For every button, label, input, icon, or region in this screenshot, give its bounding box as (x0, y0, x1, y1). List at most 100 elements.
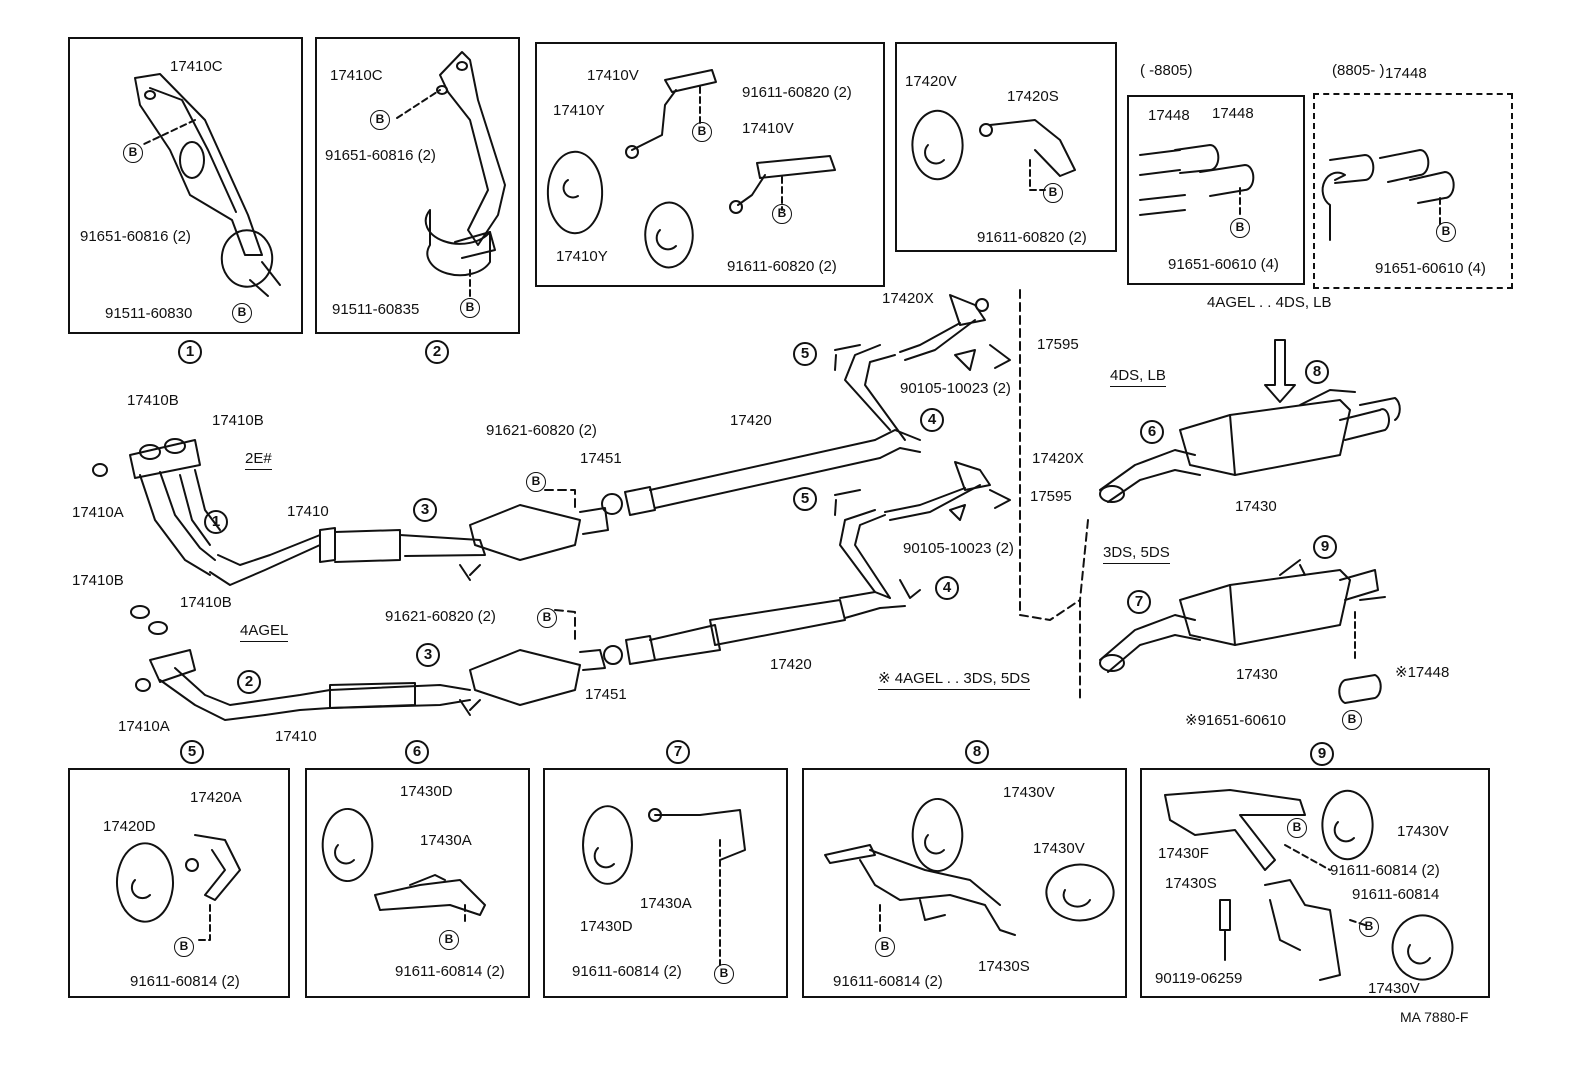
ref-circle-8a: 8 (1305, 360, 1329, 384)
variant-label-2e: 2E# (245, 450, 272, 470)
bracket-17410c-art (134, 73, 281, 297)
ref-circle-5b: 5 (793, 487, 817, 511)
fastener-marker: B (370, 110, 390, 130)
fastener-marker: B (526, 472, 546, 492)
part-label-17410y-b: 17410Y (556, 248, 608, 265)
detail-box-17448-late (1313, 93, 1513, 289)
section-circle-6: 6 (405, 740, 429, 764)
part-label-17410a-b: 17410A (118, 718, 170, 735)
part-label-91621-60820: 91621-60820 (2) (486, 422, 597, 439)
detail-box-1 (68, 37, 303, 334)
part-label-17430v-b: 17430V (1033, 840, 1085, 857)
hanger-17420-art (911, 109, 1076, 191)
fastener-marker: B (714, 964, 734, 984)
fastener-marker: B (1359, 917, 1379, 937)
part-label-17430f: 17430F (1158, 845, 1209, 862)
lower-exhaust-system-art (130, 461, 1011, 721)
section-circle-8: 8 (965, 740, 989, 764)
part-label-90105-10023: 90105-10023 (2) (900, 380, 1011, 397)
detail-box-17448-early (1127, 95, 1305, 285)
ref-circle-7a: 7 (1127, 590, 1151, 614)
part-label-91651-60610-b: 91651-60610 (4) (1375, 260, 1486, 277)
part-label-17430s: 17430S (978, 958, 1030, 975)
variant-label-4agel-4ds-lb: 4AGEL . . 4DS, LB (1207, 294, 1332, 311)
part-label-17410v-b: 17410V (742, 120, 794, 137)
part-label-91611-60814-c: 91611-60814 (2) (572, 963, 682, 980)
fastener-marker: B (174, 937, 194, 957)
part-label-17420x: 17420X (882, 290, 934, 307)
pointer-arrow-art (1264, 339, 1296, 403)
part-label-17420-b: 17420 (770, 656, 812, 673)
part-label-17420d: 17420D (103, 818, 156, 835)
fastener-marker: B (439, 930, 459, 950)
detail-box-9 (1140, 768, 1490, 998)
part-label-91651-60610: 91651-60610 (4) (1168, 256, 1279, 273)
part-label-17410-b: 17410 (275, 728, 317, 745)
document-id: MA 7880-F (1400, 1009, 1469, 1025)
part-label-17430d: 17430D (400, 783, 453, 800)
rear-muffler-upper-art (1099, 389, 1401, 503)
ref-circle-1b: 1 (204, 510, 228, 534)
ref-circle-4b: 4 (935, 576, 959, 600)
fastener-marker: B (123, 143, 143, 163)
part-label-17410y: 17410Y (553, 102, 605, 119)
part-label-17595-b: 17595 (1030, 488, 1072, 505)
variant-label-4agel-3ds-5ds: ※ 4AGEL . . 3DS, 5DS (878, 670, 1031, 690)
part-label-17410v: 17410V (587, 67, 639, 84)
part-label-17430v: 17430V (1003, 784, 1055, 801)
fastener-marker: B (875, 937, 895, 957)
part-label-17451: 17451 (580, 450, 622, 467)
variant-label-4ds-lb: 4DS, LB (1110, 367, 1166, 387)
ref-circle-4a: 4 (920, 408, 944, 432)
part-label-91611-60814-f: 91611-60814 (1352, 886, 1440, 903)
production-date-late: (8805- ) (1332, 62, 1385, 79)
part-label-17430s-b: 17430S (1165, 875, 1217, 892)
part-label-17410b-c: 17410B (72, 572, 124, 589)
hanger-17410v-art (546, 69, 836, 269)
fastener-marker: B (537, 608, 557, 628)
part-label-17448-c: 17448 (1385, 65, 1427, 82)
ref-circle-2b: 2 (237, 670, 261, 694)
part-label-17420x-b: 17420X (1032, 450, 1084, 467)
part-label-17410a: 17410A (72, 504, 124, 521)
tailpipe-art (1139, 144, 1455, 241)
part-label-17430v-c: 17430V (1397, 823, 1449, 840)
part-label-17430a: 17430A (420, 832, 472, 849)
upper-exhaust-system-art (92, 294, 1011, 586)
part-label-91611-60814-b: 91611-60814 (2) (395, 963, 505, 980)
part-label-17430d-b: 17430D (580, 918, 633, 935)
part-label-17448-b: 17448 (1212, 105, 1254, 122)
detail-box-6 (305, 768, 530, 998)
part-label-17410b: 17410B (127, 392, 179, 409)
bracket-clamp-art (396, 51, 506, 299)
fastener-marker: B (692, 122, 712, 142)
part-label-17410b-d: 17410B (180, 594, 232, 611)
fastener-marker: B (1342, 710, 1362, 730)
fastener-marker: B (772, 204, 792, 224)
part-label-91611-60820-c: 91611-60820 (2) (977, 229, 1087, 246)
section-circle-5: 5 (180, 740, 204, 764)
ref-circle-2: 2 (425, 340, 449, 364)
part-label-17430a-b: 17430A (640, 895, 692, 912)
detail-box-hanger-17420 (895, 42, 1117, 252)
part-label-91611-60820: 91611-60820 (2) (742, 84, 852, 101)
fastener-marker: B (1436, 222, 1456, 242)
fastener-marker: B (1230, 218, 1250, 238)
part-label-17410b-b: 17410B (212, 412, 264, 429)
variant-label-3ds-5ds: 3DS, 5DS (1103, 544, 1170, 564)
ref-circle-1: 1 (178, 340, 202, 364)
part-label-17448-star: ※17448 (1395, 664, 1450, 681)
fastener-marker: B (460, 298, 480, 318)
hanger-bracket-8-art (824, 798, 1115, 936)
part-label-17430: 17430 (1235, 498, 1277, 515)
detail-box-5 (68, 768, 290, 998)
part-label-17448: 17448 (1148, 107, 1190, 124)
part-label-91651-60816: 91651-60816 (2) (80, 228, 191, 245)
detail-box-7 (543, 768, 788, 998)
part-label-90105-10023-b: 90105-10023 (2) (903, 540, 1014, 557)
part-label-17595: 17595 (1037, 336, 1079, 353)
part-label-91611-60814-e: 91611-60814 (2) (1330, 862, 1440, 879)
part-label-17420: 17420 (730, 412, 772, 429)
